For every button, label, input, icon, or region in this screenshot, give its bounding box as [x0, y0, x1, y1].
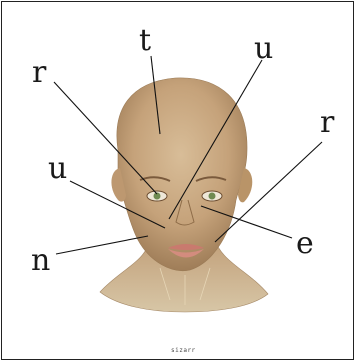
label-upper-right: u	[254, 31, 273, 66]
image-credit: sizarr	[171, 347, 196, 354]
label-right-low: e	[296, 226, 314, 261]
label-right: r	[320, 105, 335, 140]
head	[115, 78, 248, 271]
label-upper-left: r	[32, 55, 47, 90]
leader-left-low	[56, 236, 148, 254]
right-iris	[209, 193, 216, 200]
label-top: t	[139, 23, 151, 58]
label-left-low: n	[31, 243, 50, 278]
label-left-mid: u	[48, 151, 67, 186]
